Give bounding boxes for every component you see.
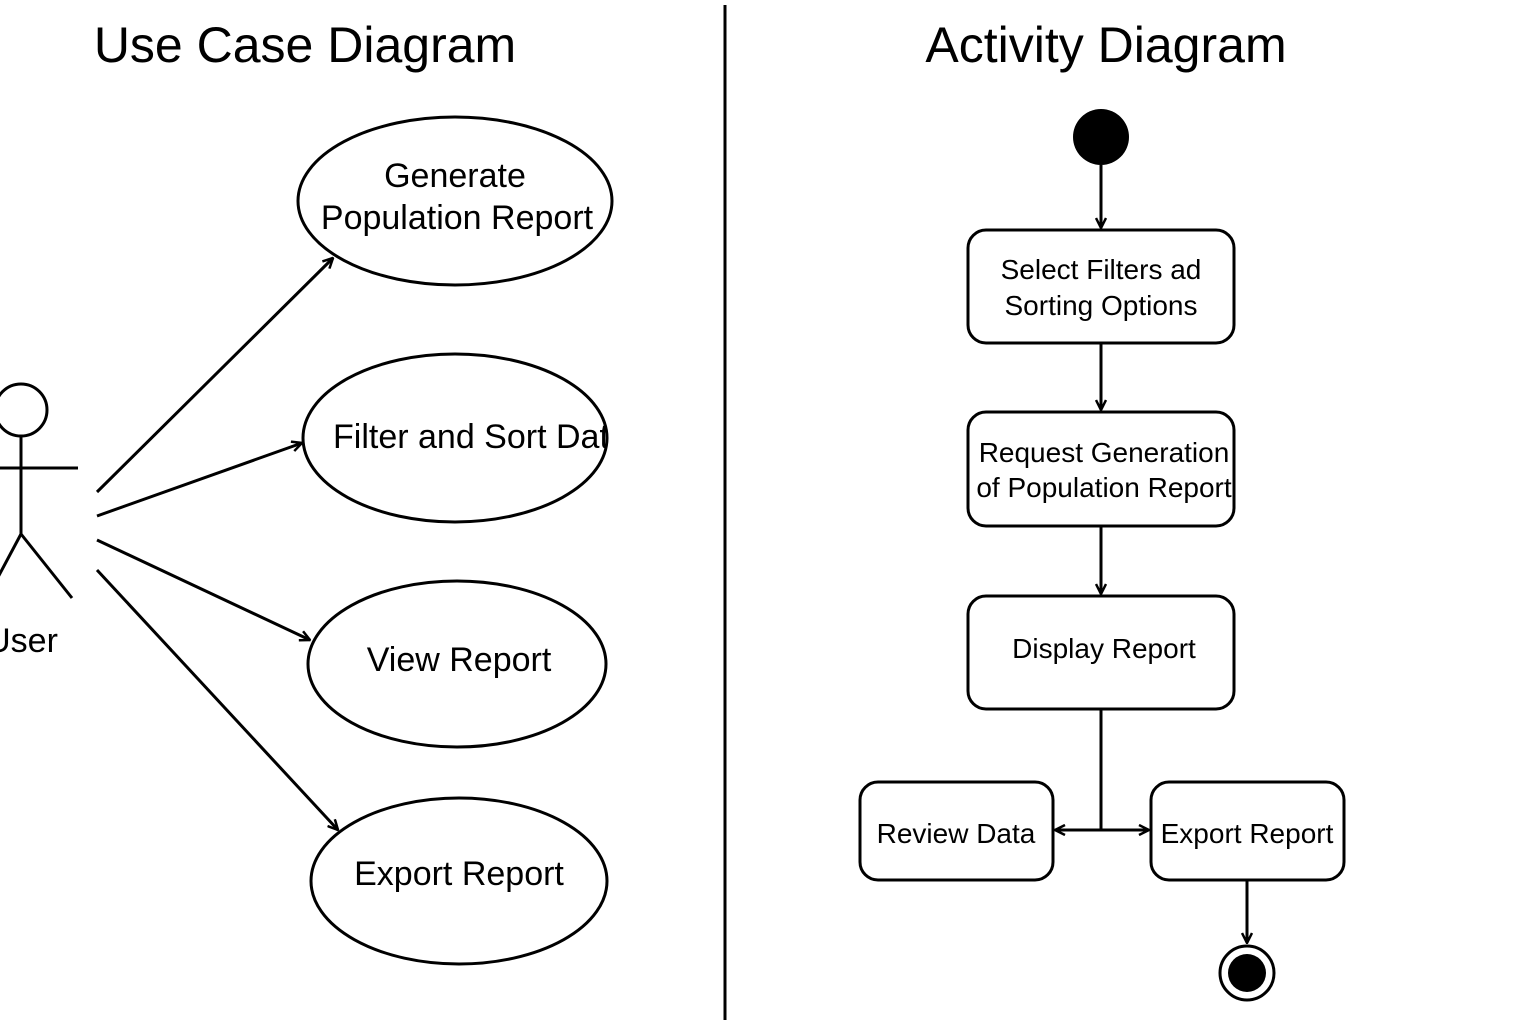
action-request-generation: Request Generation of Population Report	[966, 410, 1236, 528]
actor-head	[0, 382, 49, 438]
action-export-report: Export Report	[1149, 780, 1346, 882]
actor-left-leg	[0, 533, 23, 577]
use-case-export-report: Export Report	[309, 796, 609, 966]
activity-diagram-title: Activity Diagram	[925, 17, 1286, 73]
action-label: Review Data	[877, 818, 1036, 849]
actor-user: User	[0, 382, 78, 660]
use-case-label: Filter and Sort Date	[333, 418, 628, 456]
use-case-label-line-1: Generate	[384, 157, 526, 195]
use-case-view-report: View Report	[306, 579, 608, 749]
action-select-filters: Select Filters ad Sorting Options	[966, 228, 1236, 345]
use-case-label-line-2: Population Report	[321, 199, 594, 237]
association-generate	[95, 258, 333, 494]
actor-label: User	[0, 622, 58, 660]
use-case-label: View Report	[367, 641, 552, 679]
action-label-line-1: Request Generation	[979, 437, 1230, 468]
action-display-report: Display Report	[966, 594, 1236, 711]
action-label: Display Report	[1012, 633, 1196, 664]
action-label-line-1: Select Filters ad	[1001, 254, 1202, 285]
actor-right-leg	[19, 533, 74, 599]
association-export	[95, 568, 338, 830]
association-filter-sort	[96, 443, 302, 518]
final-node	[1218, 944, 1276, 1002]
use-case-label: Export Report	[354, 855, 564, 893]
use-case-filter-and-sort: Filter and Sort Date	[301, 352, 628, 524]
action-label: Export Report	[1161, 818, 1334, 849]
action-label-line-2: Sorting Options	[1005, 290, 1198, 321]
action-review-data: Review Data	[858, 780, 1055, 882]
association-view	[96, 538, 310, 640]
use-case-generate-population-report: Generate Population Report	[296, 115, 614, 287]
initial-node	[1073, 109, 1129, 165]
use-case-diagram-title: Use Case Diagram	[94, 17, 516, 73]
action-label-line-2: of Population Report	[976, 472, 1232, 503]
